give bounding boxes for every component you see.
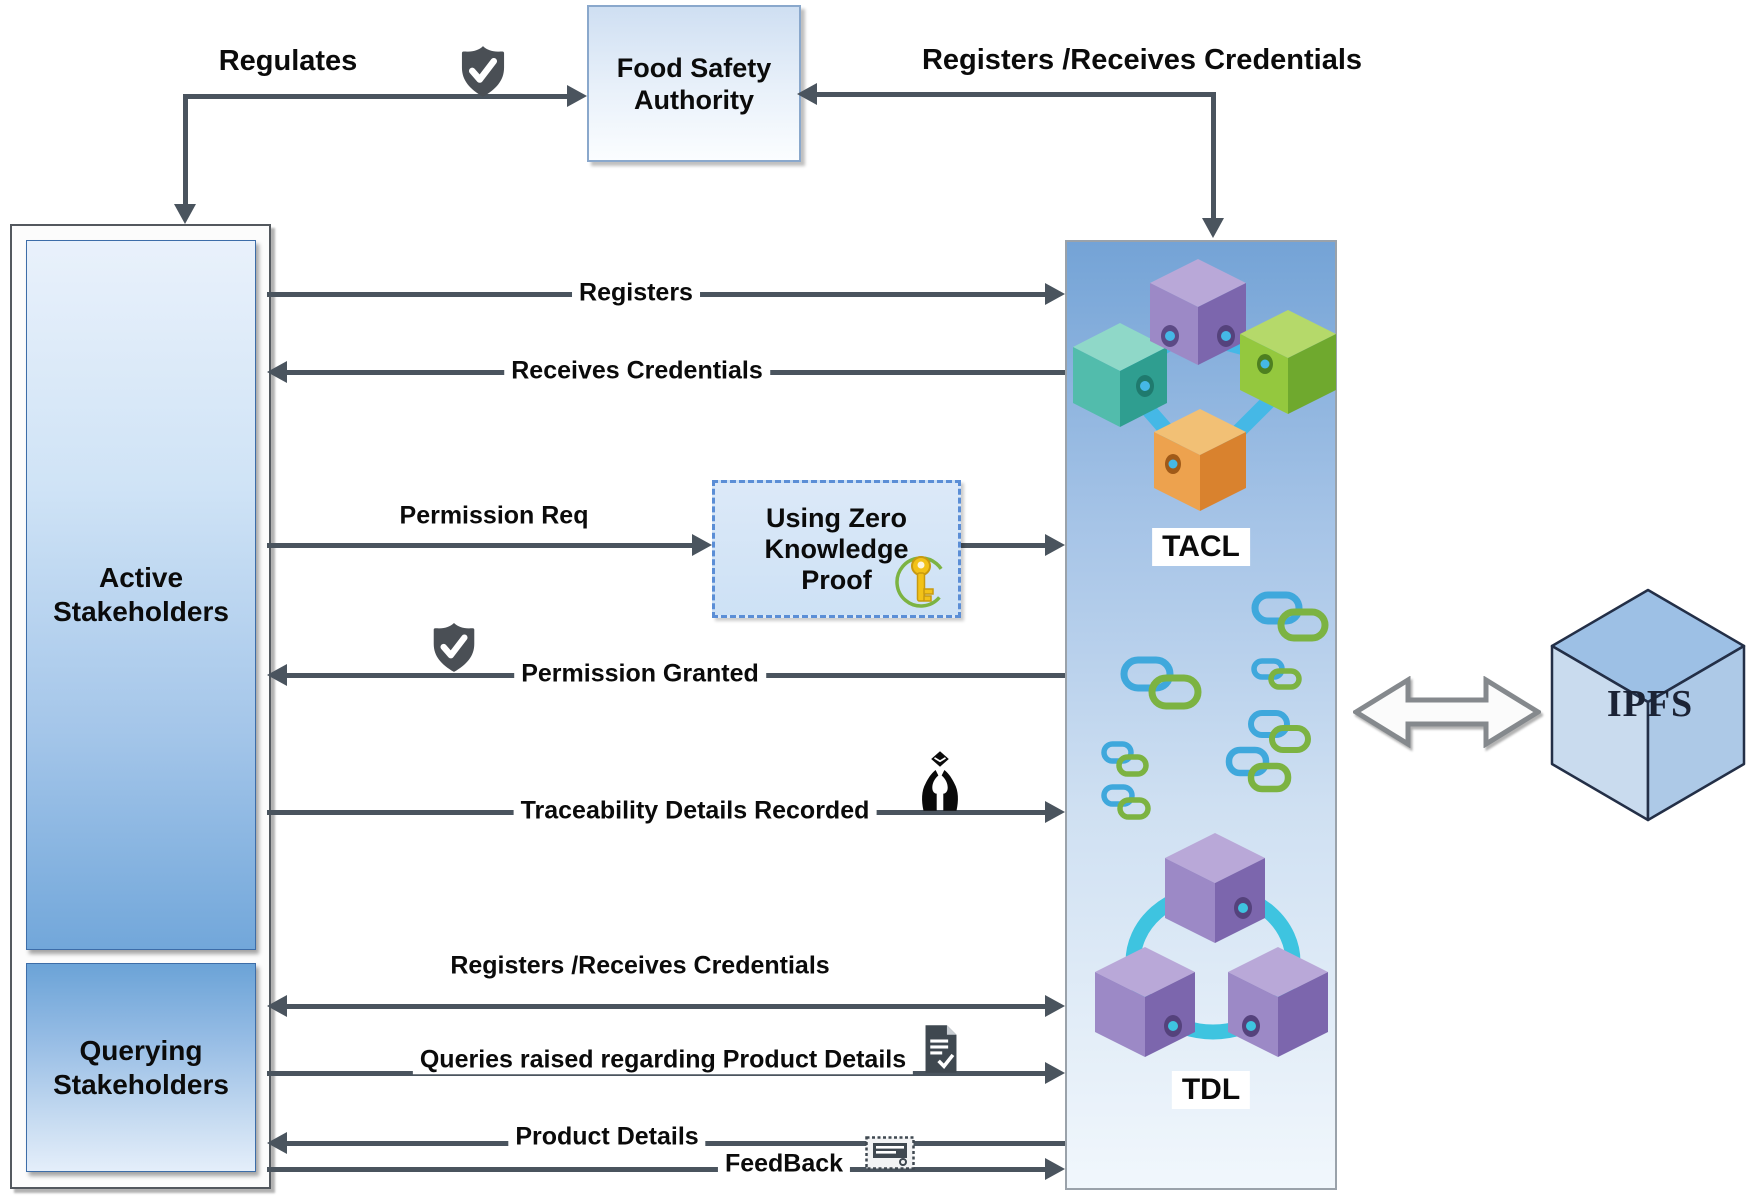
shield-check-icon bbox=[433, 623, 475, 672]
flow-reg-rec-arrowhead-left bbox=[267, 995, 287, 1017]
tdl-label: TDL bbox=[1171, 1071, 1251, 1109]
hands-holding-box-icon bbox=[922, 751, 958, 811]
regulates-arrowhead-down bbox=[174, 204, 196, 224]
document-check-icon bbox=[925, 1025, 957, 1073]
flow-queries-label: Queries raised regarding Product Details bbox=[412, 1046, 914, 1074]
tacl-cube-green bbox=[1240, 310, 1336, 414]
querying-stakeholders-box: Querying Stakeholders bbox=[26, 963, 256, 1172]
tdl-cube-top bbox=[1165, 833, 1265, 943]
ledger-panel-graphics bbox=[1073, 259, 1336, 1057]
flow-product-details-arrowhead bbox=[267, 1132, 287, 1154]
flow-product-details-label: Product Details bbox=[508, 1123, 706, 1151]
flow-traceability-arrowhead bbox=[1045, 801, 1065, 823]
tdl-cube-left bbox=[1095, 947, 1195, 1057]
zkp-to-panel-line bbox=[955, 543, 1045, 548]
flow-reg-rec-arrowhead-right bbox=[1045, 995, 1065, 1017]
flow-permission-req-label: Permission Req bbox=[392, 502, 596, 530]
tdl-cube-right bbox=[1228, 947, 1328, 1057]
regulates-arrow-vline bbox=[183, 94, 188, 206]
top-right-arrow-vline bbox=[1211, 92, 1216, 220]
flow-receives-label: Receives Credentials bbox=[504, 357, 770, 385]
flow-reg-rec-label: Registers /Receives Credentials bbox=[443, 952, 837, 980]
zero-knowledge-proof-label: Using Zero Knowledge Proof bbox=[764, 502, 909, 595]
regulates-arrow-line bbox=[183, 94, 567, 99]
double-headed-arrow-icon bbox=[1353, 676, 1541, 748]
flow-permission-granted-arrowhead bbox=[267, 664, 287, 686]
tacl-cube-purple bbox=[1150, 259, 1246, 365]
active-stakeholders-label: Active Stakeholders bbox=[53, 562, 229, 627]
flow-permission-req-arrowhead bbox=[692, 534, 712, 556]
flow-registers-arrowhead bbox=[1045, 283, 1065, 305]
flow-registers-label: Registers bbox=[572, 279, 700, 307]
flow-reg-rec-line bbox=[287, 1004, 1045, 1009]
ipfs-cube bbox=[1550, 588, 1746, 822]
active-stakeholders-box: Active Stakeholders bbox=[26, 240, 256, 950]
flow-receives-arrowhead bbox=[267, 361, 287, 383]
flow-traceability-label: Traceability Details Recorded bbox=[513, 797, 877, 825]
flow-queries-arrowhead bbox=[1045, 1062, 1065, 1084]
chain-links bbox=[1101, 591, 1329, 820]
ipfs-label: IPFS bbox=[1606, 683, 1694, 725]
top-right-arrowhead-left bbox=[797, 83, 817, 105]
tacl-cube-teal bbox=[1073, 323, 1167, 427]
flow-permission-req-line bbox=[267, 543, 692, 548]
zkp-to-panel-arrowhead bbox=[1045, 534, 1065, 556]
key-in-green-circle-icon bbox=[895, 556, 947, 608]
shield-check-icon bbox=[461, 46, 505, 97]
top-right-arrowhead-down bbox=[1202, 218, 1224, 238]
top-right-arrow-line bbox=[817, 92, 1216, 97]
flow-feedback-arrowhead bbox=[1045, 1158, 1065, 1180]
ledger-panel bbox=[1065, 240, 1337, 1190]
regulates-arrowhead-right bbox=[567, 85, 587, 107]
feedback-card-icon bbox=[865, 1136, 915, 1170]
food-safety-authority-box: Food Safety Authority bbox=[587, 5, 801, 162]
regulates-label: Regulates bbox=[211, 45, 365, 78]
zero-knowledge-proof-box: Using Zero Knowledge Proof bbox=[712, 480, 961, 618]
flow-feedback-label: FeedBack bbox=[717, 1150, 851, 1178]
food-safety-authority-label: Food Safety Authority bbox=[616, 52, 772, 115]
tacl-cube-orange bbox=[1154, 409, 1246, 511]
flow-feedback-line bbox=[267, 1167, 1045, 1172]
tacl-label: TACL bbox=[1152, 528, 1250, 566]
top-right-label: Registers /Receives Credentials bbox=[914, 44, 1370, 77]
flow-permission-granted-label: Permission Granted bbox=[514, 660, 766, 688]
querying-stakeholders-label: Querying Stakeholders bbox=[53, 1034, 229, 1100]
